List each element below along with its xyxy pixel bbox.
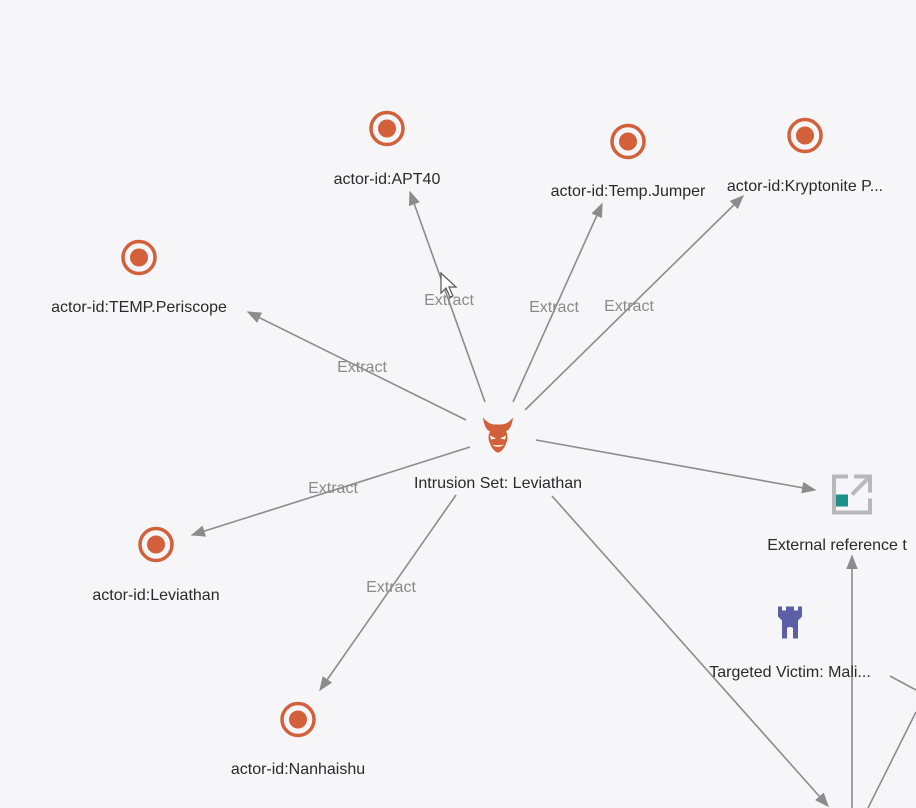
node-label-center: Intrusion Set: Leviathan [413,475,583,492]
node-label-kryptonite: actor-id:Kryptonite P... [726,178,884,195]
edge-label-temp-periscope: Extract [337,359,387,376]
castle-icon[interactable] [775,605,805,646]
edge-to-nanhaishu[interactable] [319,494,457,692]
target-icon[interactable] [137,526,175,569]
node-label-temp-periscope: actor-id:TEMP.Periscope [51,299,227,316]
target-icon[interactable] [786,117,824,160]
node-label-temp-jumper: actor-id:Temp.Jumper [550,183,706,200]
edge-label-leviathan: Extract [308,480,358,497]
edge-to-kryptonite[interactable] [524,194,745,411]
external-link-icon[interactable] [830,473,874,522]
edge-to-temp-jumper[interactable] [512,202,603,403]
target-icon[interactable] [609,123,647,166]
edge-label-temp-jumper: Extract [529,299,579,316]
edge-label-kryptonite: Extract [604,298,654,315]
edge-right-offscreen-b[interactable] [889,675,916,691]
node-label-external-reference: External reference t [767,537,907,554]
edge-to-offscreen-bottom[interactable] [551,495,829,808]
node-label-leviathan: actor-id:Leviathan [92,587,220,604]
edge-to-leviathan[interactable] [190,446,471,537]
mouse-cursor-icon [440,271,460,305]
edge-label-nanhaishu: Extract [366,579,416,596]
edge-right-offscreen-a[interactable] [867,711,916,808]
target-icon[interactable] [120,239,158,282]
edge-to-temp-periscope[interactable] [246,311,467,421]
node-label-targeted-victim: Targeted Victim: Mali... [709,664,871,681]
node-label-nanhaishu: actor-id:Nanhaishu [230,761,366,778]
target-icon[interactable] [279,701,317,744]
edge-to-apt40[interactable] [408,190,486,403]
node-label-apt40: actor-id:APT40 [333,171,441,188]
edge-label-apt40: Extract [424,292,474,309]
edge-to-external-reference[interactable] [535,439,817,494]
target-icon[interactable] [368,110,406,153]
devil-icon[interactable] [477,414,519,461]
